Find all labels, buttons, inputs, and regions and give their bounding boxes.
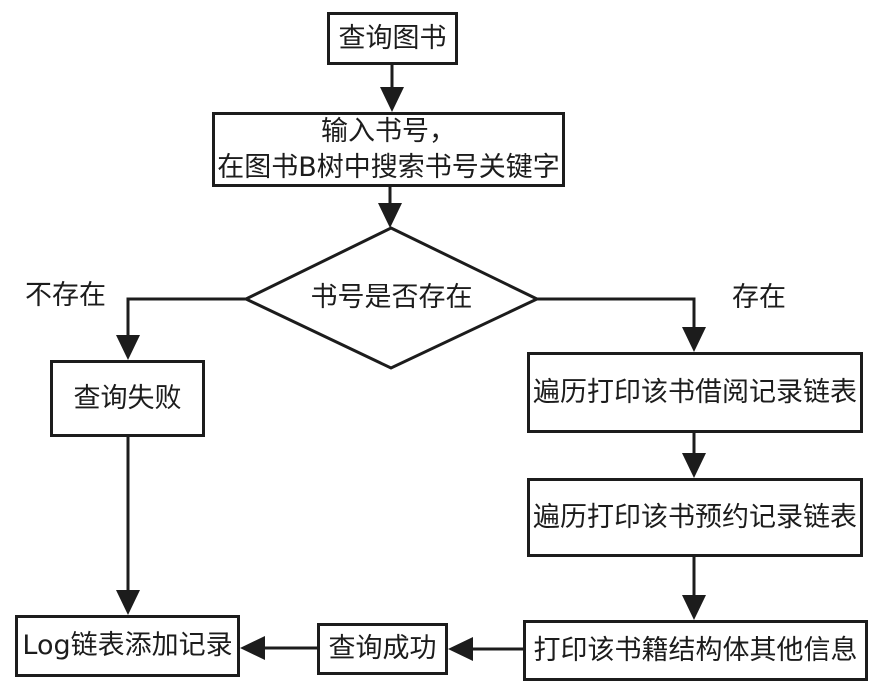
arrow-fail-to-log-head <box>116 590 140 615</box>
node-input-search-line1: 输入书号， <box>321 115 456 147</box>
edge-label-exist: 存在 <box>732 282 786 313</box>
arrow-decision-to-fail-head <box>116 335 140 360</box>
arrow-input-to-decision-head <box>378 203 402 228</box>
node-query-success: 查询成功 <box>317 623 448 675</box>
arrow-success-to-log-head <box>240 636 265 660</box>
arrow-query-to-input-head <box>380 87 404 112</box>
node-print-borrow-label: 遍历打印该书借阅记录链表 <box>533 376 857 408</box>
arrow-decision-to-borrow-line <box>537 297 696 330</box>
node-print-borrow: 遍历打印该书借阅记录链表 <box>527 352 863 433</box>
node-print-other-label: 打印该书籍结构体其他信息 <box>533 634 858 666</box>
node-log-append-label: Log链表添加记录 <box>22 630 233 661</box>
node-input-search-line2: 在图书B树中搜索书号关键字 <box>217 151 560 183</box>
arrow-borrow-to-reserve-head <box>682 453 706 478</box>
arrow-other-to-success-head <box>448 637 473 661</box>
node-print-other: 打印该书籍结构体其他信息 <box>523 620 868 681</box>
edge-label-not-exist: 不存在 <box>25 280 106 311</box>
node-query-success-label: 查询成功 <box>328 633 437 664</box>
node-print-reserve-label: 遍历打印该书预约记录链表 <box>533 501 857 533</box>
node-query-fail-label: 查询失败 <box>73 382 182 414</box>
node-decision-label: 书号是否存在 <box>310 282 473 313</box>
decision-diamond-shape <box>242 226 541 370</box>
node-query-books-label: 查询图书 <box>338 22 447 54</box>
node-print-reserve: 遍历打印该书预约记录链表 <box>527 478 863 557</box>
arrow-decision-to-fail-line <box>126 297 246 338</box>
node-query-fail: 查询失败 <box>50 360 205 437</box>
node-query-books: 查询图书 <box>327 12 458 65</box>
arrow-decision-to-borrow-head <box>682 327 706 352</box>
node-input-search: 输入书号， 在图书B树中搜索书号关键字 <box>212 112 565 187</box>
node-log-append: Log链表添加记录 <box>15 615 240 677</box>
arrow-reserve-to-other-head <box>682 595 706 620</box>
